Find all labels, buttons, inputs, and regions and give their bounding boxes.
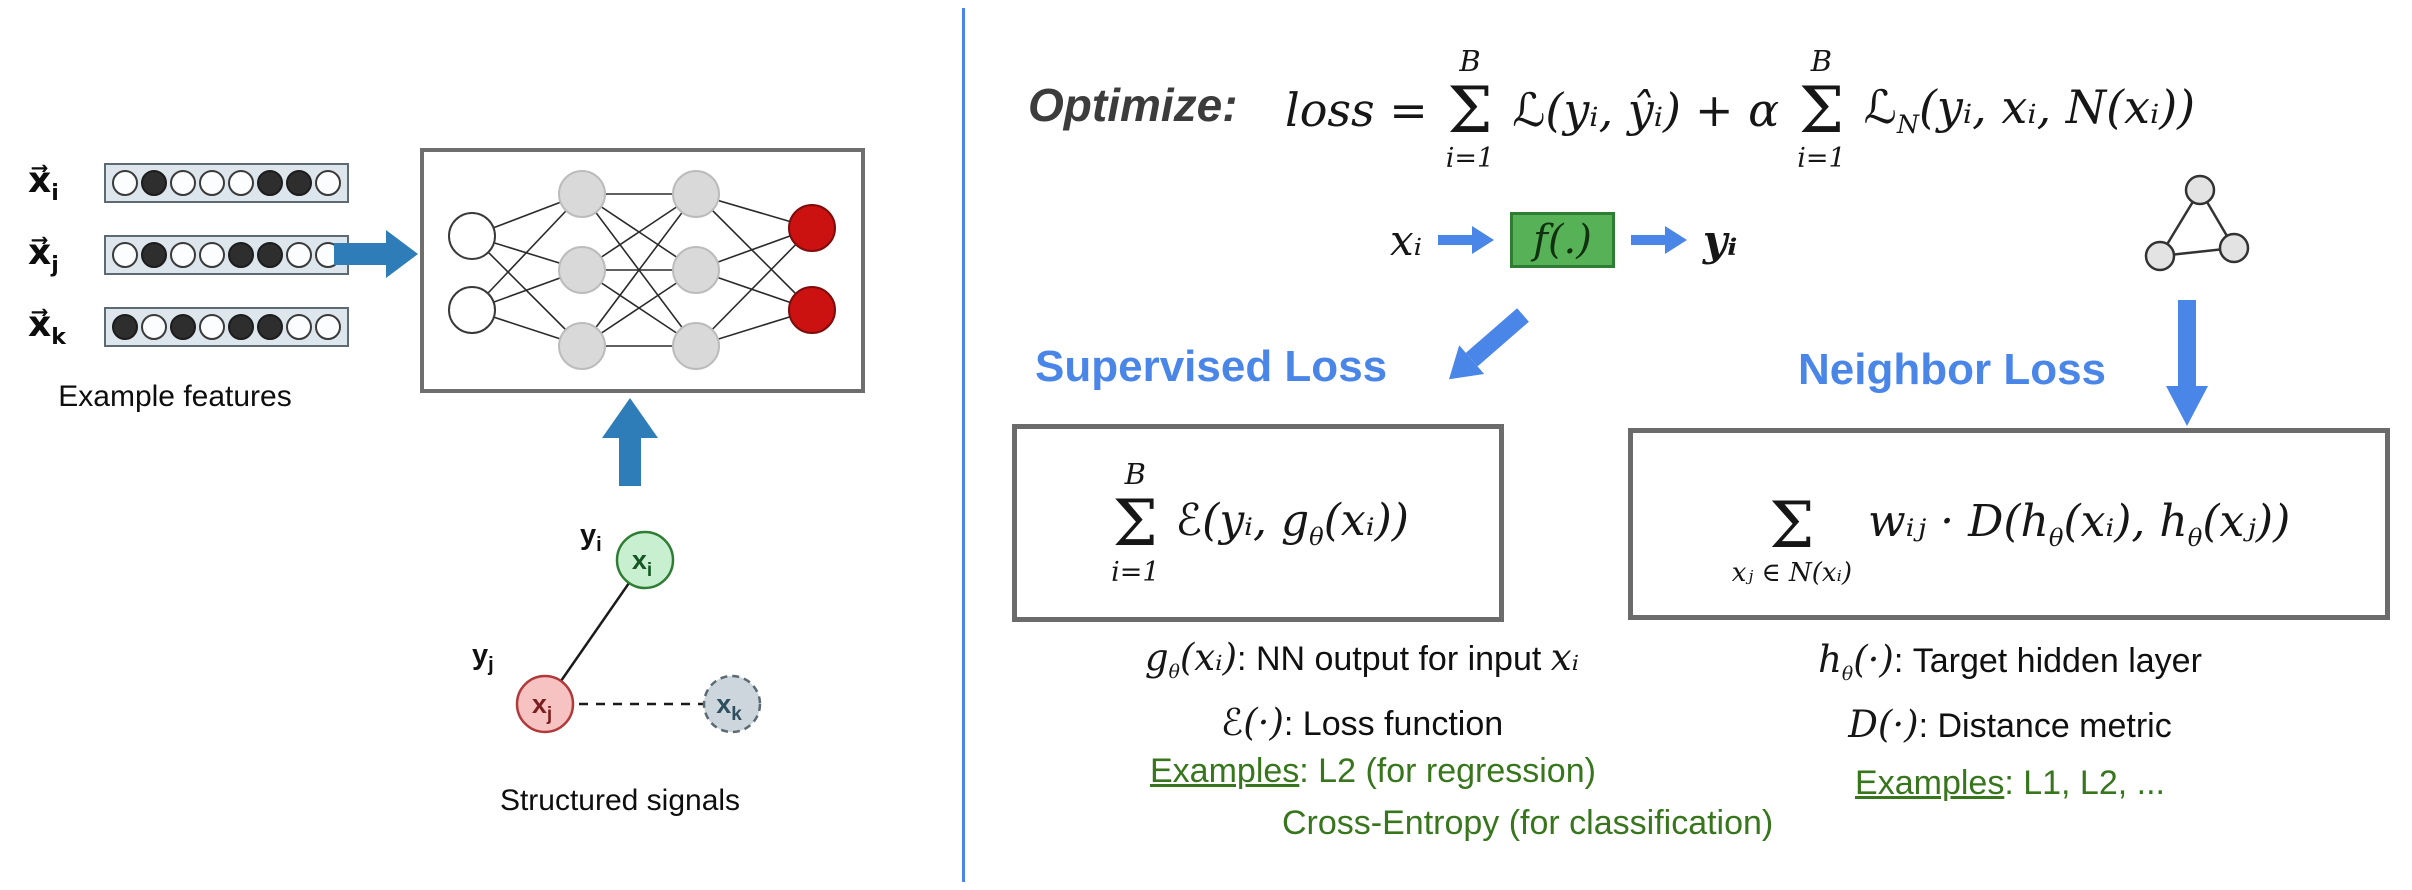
label-yj: yj bbox=[472, 639, 494, 676]
plus-alpha: + α bbox=[1695, 82, 1780, 137]
supervised-loss-box: B Σ i=1 ℰ(yᵢ, gθ(xᵢ)) bbox=[1012, 424, 1504, 622]
supervised-loss-formula: ℰ(yᵢ, gθ(xᵢ)) bbox=[1175, 495, 1409, 551]
feature-vector-row-j: x⃗j bbox=[28, 232, 349, 278]
neighbor-loss-formula: wᵢⱼ · D(hθ(xᵢ), hθ(xⱼ)) bbox=[1867, 496, 2291, 552]
node-label-xi: xi bbox=[632, 545, 652, 581]
neighbor-loss-box: Σ xⱼ ∈ N(xᵢ) wᵢⱼ · D(hθ(xᵢ), hθ(xⱼ)) bbox=[1628, 428, 2390, 620]
filled-dot bbox=[257, 242, 283, 269]
label-yi: yi bbox=[580, 519, 602, 556]
supervised-loss-heading: Supervised Loss bbox=[1035, 342, 1388, 391]
nn-output-nodes bbox=[788, 204, 836, 334]
empty-dot bbox=[199, 314, 225, 341]
node-xk bbox=[702, 674, 762, 734]
h-theta-definition: hθ(·): Target hidden layer bbox=[1818, 638, 2202, 685]
vector-label-xj: x⃗j bbox=[28, 232, 59, 279]
supervised-examples-line1: Examples: L2 (for regression) bbox=[1150, 752, 1596, 790]
loss-equals: loss = bbox=[1285, 82, 1428, 137]
feature-vector-row-i: x⃗i bbox=[28, 160, 349, 206]
empty-dot bbox=[199, 242, 225, 269]
node-xj bbox=[515, 674, 575, 734]
model-function-box: f(.) bbox=[1510, 212, 1615, 268]
flow-output-label: yᵢ bbox=[1702, 215, 1738, 265]
empty-dot bbox=[170, 242, 196, 269]
empty-dot bbox=[199, 170, 225, 197]
distance-metric-definition: D(·): Distance metric bbox=[1848, 702, 2172, 746]
arrow-signals-to-network bbox=[602, 398, 658, 486]
neural-network-box bbox=[420, 148, 865, 393]
neighbor-examples-line: Examples: L1, L2, ... bbox=[1855, 763, 2165, 802]
feature-vector-row-k: x⃗k bbox=[28, 304, 349, 351]
supervised-examples-line2: Cross-Entropy (for classification) bbox=[1282, 804, 1774, 842]
filled-dot bbox=[170, 314, 196, 341]
nn-hidden-nodes bbox=[558, 170, 720, 370]
arrow-features-to-network bbox=[334, 230, 418, 278]
neighbor-loss-arrow bbox=[2166, 300, 2208, 426]
neighbor-loss-term: ℒN(yᵢ, xᵢ, N(xᵢ)) bbox=[1863, 79, 2196, 140]
empty-dot bbox=[228, 170, 254, 197]
graph-icon bbox=[2144, 174, 2250, 272]
example-features-caption: Example features bbox=[58, 380, 292, 413]
sum-over-batch-1: B Σ i=1 bbox=[1445, 43, 1495, 175]
filled-dot bbox=[112, 314, 138, 341]
loss-formula: loss = B Σ i=1 ℒ(yᵢ, ŷᵢ) + α B Σ i=1 ℒN(… bbox=[1285, 22, 2195, 197]
supervised-box-sum: B Σ i=1 bbox=[1111, 457, 1160, 588]
empty-dot bbox=[112, 170, 138, 197]
filled-dot bbox=[228, 242, 254, 269]
node-label-xj: xj bbox=[532, 689, 552, 725]
structured-signals-graph: yi yj xi xj xk bbox=[472, 519, 762, 734]
node-xi bbox=[615, 530, 675, 590]
filled-dot bbox=[257, 170, 283, 197]
empty-dot bbox=[112, 242, 138, 269]
neighbor-loss-heading: Neighbor Loss bbox=[1798, 345, 2107, 394]
feature-strip-xk bbox=[104, 307, 349, 348]
filled-dot bbox=[286, 170, 312, 197]
sum-over-batch-2: B Σ i=1 bbox=[1797, 43, 1846, 175]
neighbor-definitions: hθ(·): Target hidden layer D(·): Distanc… bbox=[1632, 638, 2388, 821]
filled-dot bbox=[141, 242, 167, 269]
feature-strip-xi bbox=[104, 163, 349, 204]
supervised-definitions: gθ(xᵢ): NN output for input xᵢ ℰ(·): Los… bbox=[1012, 636, 1712, 762]
supervised-loss-term: ℒ(yᵢ, ŷᵢ) bbox=[1512, 82, 1681, 137]
filled-dot bbox=[228, 314, 254, 341]
neural-network-diagram bbox=[448, 170, 836, 370]
loss-function-definition: ℰ(·): Loss function bbox=[1220, 700, 1504, 744]
arrow-right-icon bbox=[1630, 226, 1687, 254]
flow-input-label: xᵢ bbox=[1390, 215, 1423, 265]
section-divider bbox=[962, 8, 965, 882]
empty-dot bbox=[315, 314, 341, 341]
optimize-label: Optimize: bbox=[1028, 79, 1238, 131]
empty-dot bbox=[170, 170, 196, 197]
filled-dot bbox=[141, 170, 167, 197]
arrow-right-icon bbox=[1438, 226, 1495, 254]
empty-dot bbox=[286, 314, 312, 341]
structured-signals-caption: Structured signals bbox=[499, 784, 741, 817]
graph-icon-nodes bbox=[2144, 174, 2250, 272]
feature-strip-xj bbox=[104, 235, 349, 276]
empty-dot bbox=[315, 170, 341, 197]
neighbor-box-sum: Σ xⱼ ∈ N(xᵢ) bbox=[1731, 488, 1852, 589]
nn-edges bbox=[471, 193, 813, 347]
vector-label-xi: x⃗i bbox=[28, 160, 59, 207]
feature-vectors: x⃗i x⃗j x⃗k bbox=[28, 160, 349, 351]
model-flow: xᵢ f(.) yᵢ bbox=[1390, 212, 1737, 268]
vector-label-xk: x⃗k bbox=[28, 304, 66, 351]
empty-dot bbox=[141, 314, 167, 341]
supervised-loss-arrow bbox=[1449, 308, 1529, 380]
g-theta-definition: gθ(xᵢ): NN output for input xᵢ bbox=[1144, 636, 1580, 683]
filled-dot bbox=[257, 314, 283, 341]
node-label-xk: xk bbox=[716, 689, 742, 725]
nn-input-nodes bbox=[448, 212, 496, 334]
empty-dot bbox=[286, 242, 312, 269]
